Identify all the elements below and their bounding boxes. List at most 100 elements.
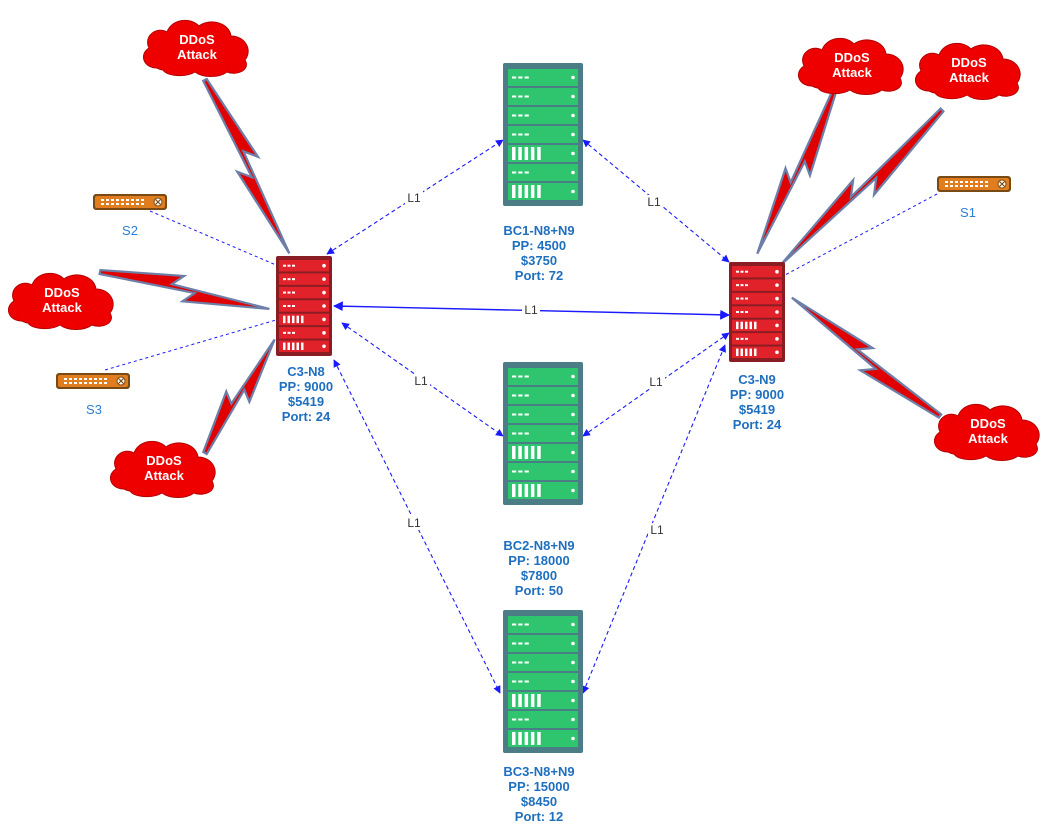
rack-unit <box>508 635 578 652</box>
ddos-label-line1: DDoS <box>179 32 215 47</box>
rack-unit <box>508 482 578 499</box>
rack-unit <box>279 300 329 312</box>
rack-unit <box>508 692 578 709</box>
rack-unit <box>279 340 329 352</box>
rack-unit <box>508 406 578 423</box>
attack-bolt-d5 <box>779 107 945 267</box>
rack-unit <box>508 107 578 124</box>
attack-bolt-d6 <box>791 296 943 420</box>
cloud-shape <box>933 403 1040 461</box>
rack-unit <box>279 260 329 272</box>
ddos-label-line2: Attack <box>968 431 1009 446</box>
ddos-label-line2: Attack <box>177 47 218 62</box>
server-port-label: Port: 72 <box>515 268 563 283</box>
ddos-label-line2: Attack <box>832 65 873 80</box>
ddos-label-line1: DDoS <box>951 55 987 70</box>
link-label-c3n9-bc3: L1 <box>650 523 664 537</box>
rack-unit <box>732 333 782 345</box>
server-price-label: $3750 <box>521 253 557 268</box>
link-label-c3n9-bc2: L1 <box>649 375 663 389</box>
server-port-label: Port: 12 <box>515 809 563 824</box>
link-label-bg <box>522 303 540 317</box>
cloud-shape <box>914 42 1021 100</box>
link-c3n9-bc1 <box>582 139 730 263</box>
link-c3n8-bc3 <box>333 359 501 694</box>
rack-unit <box>732 292 782 305</box>
rack-unit <box>508 183 578 200</box>
rack-unit <box>508 425 578 442</box>
attack-bolt-d3 <box>201 338 276 456</box>
link-label-bg <box>405 516 423 530</box>
cloud-shape <box>797 37 904 95</box>
ddos-label-line1: DDoS <box>146 453 182 468</box>
link-label-c3n9-bc1: L1 <box>647 195 661 209</box>
rack-unit <box>508 711 578 728</box>
rack-unit <box>279 273 329 285</box>
rack-unit <box>508 164 578 181</box>
cloud-shape <box>109 440 216 498</box>
ddos-label-line1: DDoS <box>970 416 1006 431</box>
switch-link-s2 <box>149 210 277 266</box>
server-pp-label: PP: 9000 <box>279 379 333 394</box>
attack-bolt-d1 <box>201 77 291 254</box>
rack-unit <box>508 654 578 671</box>
rack-unit <box>508 126 578 143</box>
rack-unit <box>279 327 329 339</box>
switch-label: S3 <box>86 402 102 417</box>
link-label-bg <box>648 523 666 537</box>
rack-unit <box>508 368 578 385</box>
switch-link-s3 <box>104 319 277 371</box>
rack-unit <box>508 730 578 747</box>
server-pp-label: PP: 9000 <box>730 387 784 402</box>
server-name-label: C3-N8 <box>287 364 325 379</box>
network-switch-icon <box>937 176 1011 192</box>
rack-unit <box>732 266 782 278</box>
switch-link-s1 <box>784 193 938 276</box>
server-name-label: BC1-N8+N9 <box>503 223 574 238</box>
link-label-c3n8-bc3: L1 <box>407 516 421 530</box>
server-pp-label: PP: 15000 <box>508 779 569 794</box>
switch-label: S2 <box>122 223 138 238</box>
server-price-label: $5419 <box>288 394 324 409</box>
cloud-shape <box>142 19 249 77</box>
rack-unit <box>508 616 578 633</box>
server-name-label: BC2-N8+N9 <box>503 538 574 553</box>
switch-label: S1 <box>960 205 976 220</box>
ddos-label-line2: Attack <box>42 300 83 315</box>
ddos-label-line1: DDoS <box>834 50 870 65</box>
rack-unit <box>508 69 578 86</box>
ddos-label-line2: Attack <box>949 70 990 85</box>
network-switch-icon <box>93 194 167 210</box>
server-pp-label: PP: 4500 <box>512 238 566 253</box>
server-port-label: Port: 24 <box>733 417 782 432</box>
rack-unit <box>508 673 578 690</box>
rack-unit <box>508 145 578 162</box>
rack-unit <box>279 286 329 299</box>
server-name-label: BC3-N8+N9 <box>503 764 574 779</box>
server-price-label: $7800 <box>521 568 557 583</box>
server-pp-label: PP: 18000 <box>508 553 569 568</box>
server-price-label: $8450 <box>521 794 557 809</box>
server-price-label: $5419 <box>739 402 775 417</box>
link-label-bg <box>645 195 663 209</box>
ddos-label-line2: Attack <box>144 468 185 483</box>
attack-bolts-layer <box>98 77 945 456</box>
network-switch-icon <box>56 373 130 389</box>
server-rack-icon-bc1 <box>503 63 583 206</box>
server-port-label: Port: 50 <box>515 583 563 598</box>
ddos-label-line1: DDoS <box>44 285 80 300</box>
cloud-shape <box>7 272 114 330</box>
link-label-c3n8-c3n9: L1 <box>524 303 538 317</box>
server-rack-icon-c3n9 <box>729 262 785 362</box>
links-layer <box>104 139 938 694</box>
rack-unit <box>732 346 782 358</box>
link-label-c3n8-bc1: L1 <box>407 191 421 205</box>
rack-unit <box>732 279 782 291</box>
server-name-label: C3-N9 <box>738 372 776 387</box>
